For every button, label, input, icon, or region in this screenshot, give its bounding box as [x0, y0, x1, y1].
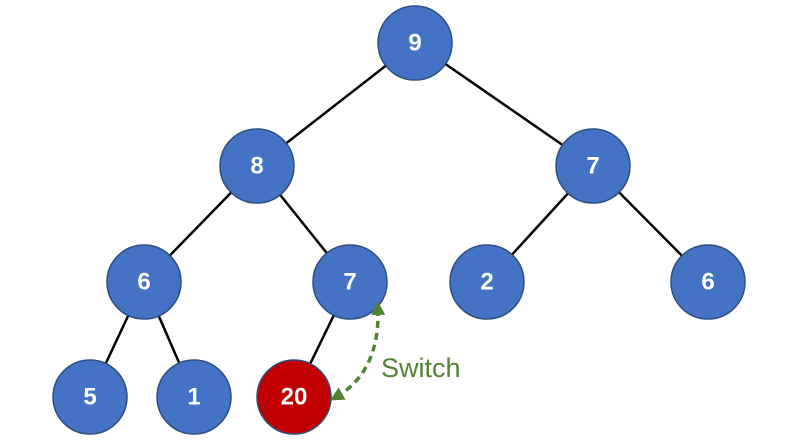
node-value: 6: [701, 269, 714, 296]
node-value: 8: [250, 153, 263, 180]
tree-edges: [88, 41, 709, 398]
switch-label: Switch: [381, 353, 461, 383]
node-value: 6: [137, 269, 150, 296]
node-value: 7: [586, 153, 599, 180]
heap-node: 1: [156, 359, 232, 435]
heap-node: 8: [219, 128, 295, 204]
tree-nodes: 9 8 7 6 7 2 6 5 1 20: [52, 5, 746, 435]
heap-node: 7: [555, 128, 631, 204]
heap-node: 6: [106, 244, 182, 320]
node-circle: [555, 128, 631, 204]
node-value: 1: [187, 384, 200, 411]
node-circle: [52, 359, 128, 435]
node-circle: [377, 5, 453, 81]
heap-node: 2: [449, 244, 525, 320]
node-circle: [670, 244, 746, 320]
node-value: 2: [480, 269, 493, 296]
swap-annotation: Switch: [329, 301, 461, 401]
heap-node: 9: [377, 5, 453, 81]
heap-node: 7: [312, 244, 388, 320]
heap-node: 6: [670, 244, 746, 320]
swap-arrow: [329, 301, 386, 401]
node-circle: [219, 128, 295, 204]
node-circle: [106, 244, 182, 320]
heap-node-inserted: 20: [256, 359, 332, 435]
heap-node: 5: [52, 359, 128, 435]
node-value: 5: [83, 384, 96, 411]
node-circle: [449, 244, 525, 320]
node-circle: [156, 359, 232, 435]
node-value: 9: [408, 30, 421, 57]
node-value: 7: [343, 269, 356, 296]
node-value: 20: [281, 384, 308, 411]
